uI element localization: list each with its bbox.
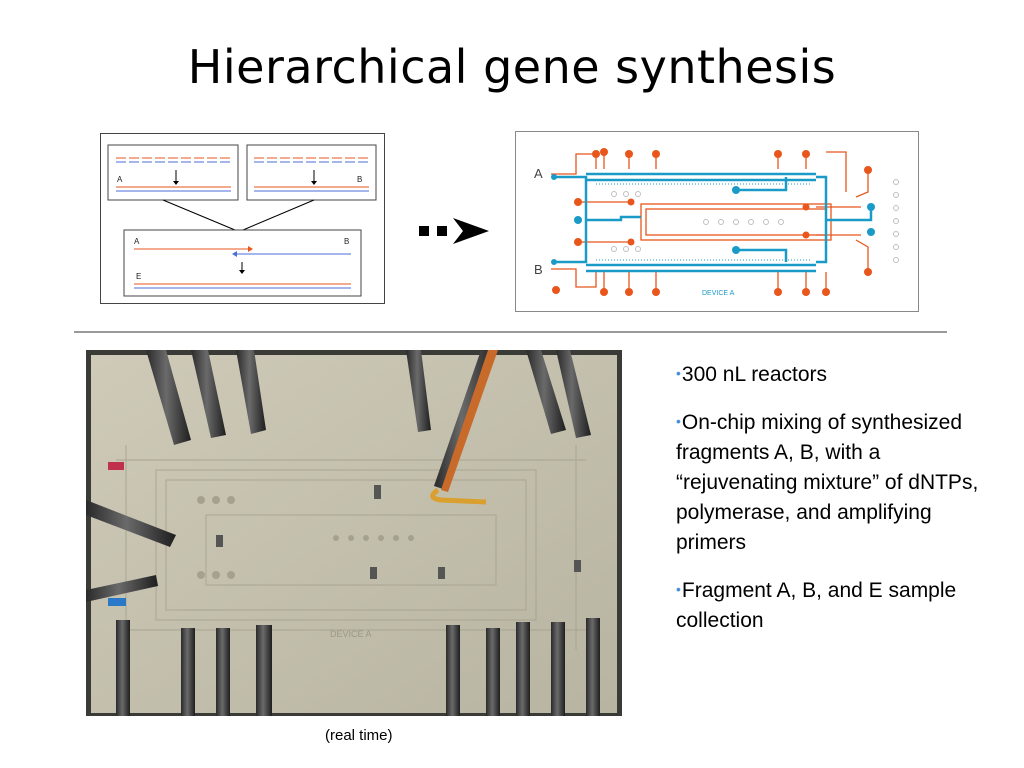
- assembly-diagram-svg: A B A B E: [107, 144, 377, 297]
- chip-photo-svg: DEVICE A: [86, 350, 622, 716]
- process-arrow-icon: [419, 218, 489, 244]
- box3-label-e: E: [136, 272, 141, 281]
- bullet-text: On-chip mixing of synthesized fragments …: [676, 411, 979, 554]
- bullet-item: •On-chip mixing of synthesized fragments…: [676, 406, 986, 558]
- box3-label-a: A: [134, 237, 140, 246]
- bullet-icon: •: [676, 413, 681, 429]
- inlet-a-label: A: [534, 166, 543, 181]
- bullet-list: •300 nL reactors •On-chip mixing of synt…: [676, 358, 986, 652]
- box3-label-b: B: [344, 237, 349, 246]
- assembly-diagram: A B A B E: [100, 133, 385, 304]
- chip-photo: DEVICE A: [86, 350, 622, 716]
- bullet-text: Fragment A, B, and E sample collection: [676, 579, 957, 632]
- box2-label-b: B: [357, 175, 362, 184]
- bullet-item: •300 nL reactors: [676, 358, 986, 390]
- bullet-item: •Fragment A, B, and E sample collection: [676, 574, 986, 636]
- photo-caption: (real time): [325, 727, 393, 744]
- device-name-label: DEVICE A: [702, 290, 735, 297]
- svg-text:DEVICE A: DEVICE A: [330, 629, 372, 639]
- device-schematic: A B: [515, 131, 919, 312]
- box1-label-a: A: [117, 175, 123, 184]
- slide-title: Hierarchical gene synthesis: [187, 40, 837, 94]
- horizontal-divider: [74, 331, 947, 333]
- bullet-text: 300 nL reactors: [681, 363, 828, 386]
- bullet-icon: •: [676, 581, 681, 597]
- device-schematic-svg: A B: [534, 148, 899, 297]
- inlet-b-label: B: [534, 262, 543, 277]
- bullet-icon: •: [676, 365, 681, 381]
